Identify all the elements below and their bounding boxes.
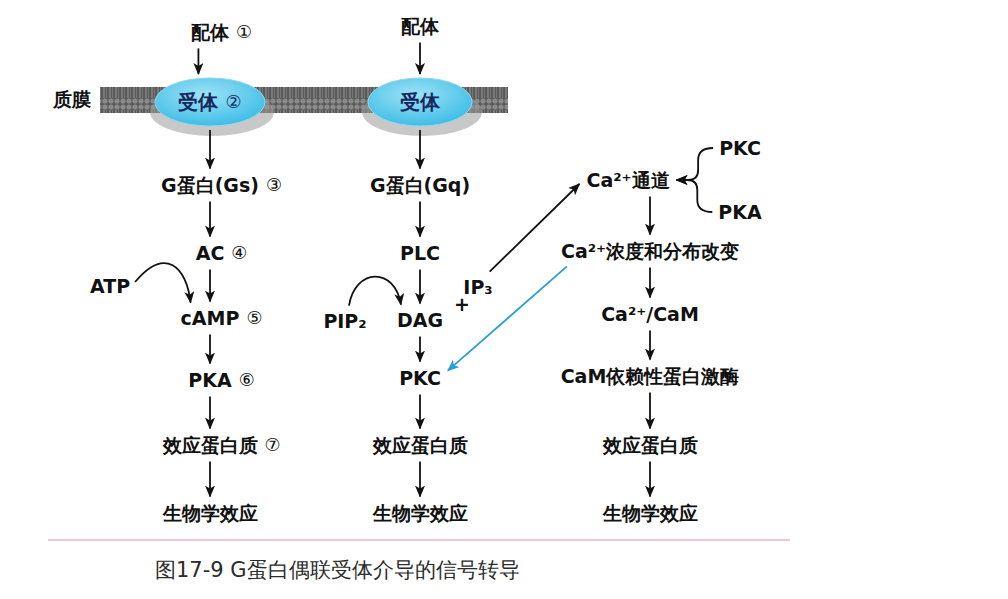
signal-arrow — [419, 201, 421, 236]
callout-number: ⑤ — [246, 307, 262, 329]
step-label: Ca²⁺通道 — [586, 169, 669, 192]
signal-arrow — [649, 392, 651, 428]
receptor-ellipse: 受体 — [367, 77, 473, 127]
signal-arrow — [677, 180, 713, 212]
signal-arrow — [209, 396, 211, 428]
signal-arrow — [419, 336, 421, 361]
signal-arrow — [649, 267, 651, 297]
pathway-step: PLC — [397, 240, 443, 267]
step-label: 生物学效应 — [603, 502, 698, 525]
step-label: AC — [196, 242, 225, 265]
pathway-step: 生物学效应 — [600, 500, 701, 527]
pathway-step: PKC — [716, 135, 764, 162]
pathway-step: Ca²⁺通道 — [583, 167, 672, 194]
pathway-step: PKA ⑥ — [185, 367, 258, 394]
signal-arrow — [209, 461, 211, 496]
step-label: PIP₂ — [323, 310, 366, 333]
signal-arrow — [419, 461, 421, 496]
pathway-step: 效应蛋白质 — [370, 432, 471, 459]
figure-caption: 图17-9 G蛋白偶联受体介导的信号转导 — [155, 558, 520, 583]
step-label: 配体 — [401, 15, 439, 38]
step-label: PLC — [400, 242, 440, 265]
step-label: 效应蛋白质 — [603, 434, 698, 457]
pathway-step: PIP₂ — [320, 308, 369, 335]
callout-number: ④ — [231, 242, 247, 264]
signal-arrow — [649, 196, 651, 234]
step-label: cAMP — [181, 307, 240, 330]
pathway-step: DAG — [394, 307, 446, 334]
pathway-step: CaM依赖性蛋白激酶 — [558, 363, 743, 390]
receptor-ellipse: 受体 ② — [154, 77, 266, 127]
pathway-step: cAMP ⑤ — [178, 305, 266, 332]
step-label: PKC — [399, 367, 441, 390]
signal-arrow — [349, 277, 401, 306]
step-label: 生物学效应 — [373, 502, 468, 525]
pathway-step: 效应蛋白质 ⑦ — [160, 432, 284, 459]
signal-arrow — [209, 130, 211, 169]
step-label: 生物学效应 — [163, 502, 258, 525]
step-label: G蛋白(Gq) — [370, 174, 470, 197]
callout-number: ② — [225, 91, 241, 113]
pathway-step: Ca²⁺/CaM — [598, 301, 702, 328]
signal-arrow — [419, 394, 421, 428]
step-label: PKA — [188, 369, 231, 392]
pathway-step: PKA — [715, 199, 764, 226]
callout-number: ⑦ — [265, 434, 281, 456]
caption-rule — [48, 539, 790, 541]
signal-arrow — [419, 42, 421, 74]
pathway-step: G蛋白(Gq) — [367, 172, 473, 199]
step-label: DAG — [397, 309, 443, 332]
pathway-step: 配体 ① — [188, 19, 255, 46]
pathway-step: ATP — [87, 273, 133, 300]
signal-arrow — [209, 269, 211, 301]
pathway-step: AC ④ — [193, 240, 251, 267]
pathway-step: PKC — [396, 365, 444, 392]
plus-sign: + — [454, 293, 470, 316]
pathway-step: Ca²⁺浓度和分布改变 — [558, 238, 742, 265]
step-label: PKA — [718, 201, 761, 224]
signal-arrow — [677, 148, 714, 180]
membrane-label: 质膜 — [53, 88, 91, 111]
step-label: 受体 — [400, 90, 440, 114]
signal-arrow — [209, 334, 211, 363]
callout-number: ③ — [266, 174, 282, 196]
pathway-step: G蛋白(Gs) ③ — [158, 172, 285, 199]
signal-arrow — [198, 48, 200, 74]
step-label: G蛋白(Gs) — [161, 174, 259, 197]
signal-arrow — [419, 130, 421, 169]
step-label: 配体 — [191, 21, 229, 44]
pathway-step: 生物学效应 — [160, 500, 261, 527]
receptor-shape — [368, 78, 472, 126]
signal-arrow — [209, 201, 211, 236]
signal-arrow — [448, 266, 567, 370]
step-label: CaM依赖性蛋白激酶 — [561, 365, 740, 388]
signal-arrow — [649, 330, 651, 359]
receptor-shape — [155, 78, 265, 126]
step-label: Ca²⁺/CaM — [601, 303, 699, 326]
pathway-step: 配体 — [398, 13, 442, 40]
step-label: ATP — [90, 275, 130, 298]
step-label: Ca²⁺浓度和分布改变 — [561, 240, 739, 263]
pathway-step: 效应蛋白质 — [600, 432, 701, 459]
step-label: PKC — [719, 137, 761, 160]
callout-number: ⑥ — [239, 369, 255, 391]
signal-arrow — [419, 269, 421, 303]
step-label: 受体 — [178, 90, 218, 114]
signal-arrow — [649, 461, 651, 496]
step-label: 效应蛋白质 — [163, 434, 258, 457]
step-label: 效应蛋白质 — [373, 434, 468, 457]
pathway-step: 生物学效应 — [370, 500, 471, 527]
signal-arrow — [135, 263, 191, 302]
callout-number: ① — [236, 21, 252, 43]
